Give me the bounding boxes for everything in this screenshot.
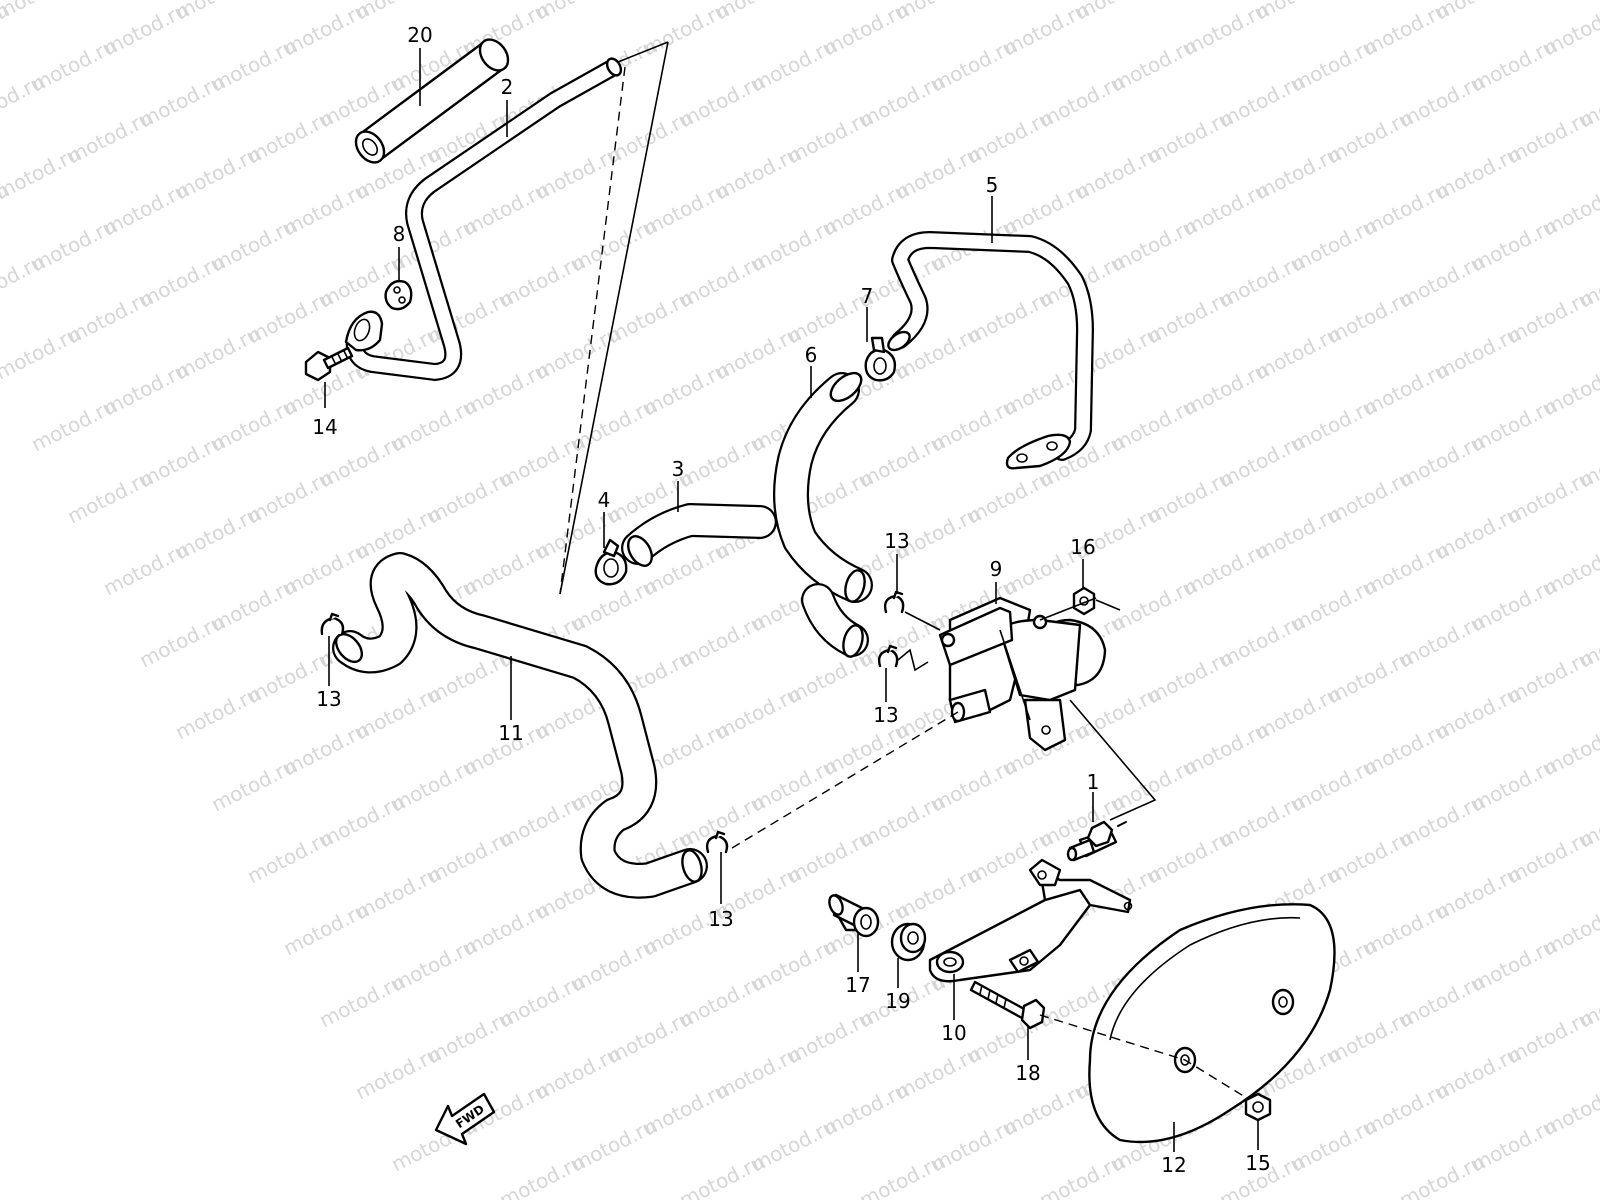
callout-5: 5: [986, 173, 999, 197]
callout-8: 8: [393, 222, 406, 246]
part-4-clamp: [594, 538, 628, 586]
callout-10: 10: [941, 1021, 966, 1045]
part-15-nut: [1244, 1092, 1272, 1122]
part-8-grommet: [384, 279, 413, 311]
part-11-hose: [332, 552, 708, 899]
connector-hose: [801, 583, 869, 658]
part-16-nut: [1072, 586, 1096, 616]
callout-numbers: 20 2 8 14 5 7 6 3 4 13 9 16 13 13 11 1 1…: [312, 23, 1270, 1177]
fwd-direction-arrow: FWD: [434, 1092, 496, 1146]
callout-15: 15: [1245, 1151, 1270, 1175]
part-14-bolt: [304, 346, 354, 382]
part-9-valve: [938, 596, 1107, 752]
callout-12: 12: [1161, 1153, 1186, 1177]
part-13-clip-upper: [883, 590, 905, 614]
callout-20: 20: [407, 23, 432, 47]
part-18-bolt: [969, 980, 1046, 1030]
part-7-clamp: [864, 336, 897, 382]
callout-2: 2: [501, 75, 514, 99]
callout-leader-lines: [324, 48, 1259, 1152]
assembly-lines: [731, 597, 1157, 849]
callout-13-left: 13: [316, 687, 341, 711]
part-17-collar: [828, 893, 880, 938]
callout-17: 17: [845, 973, 870, 997]
callout-7: 7: [861, 284, 874, 308]
part-13-clip-middle: [877, 644, 899, 668]
callout-4: 4: [598, 488, 611, 512]
callout-1: 1: [1087, 770, 1100, 794]
part-3-hose: [621, 503, 777, 567]
part-6-hose: [773, 371, 873, 603]
callout-13-upper: 13: [884, 529, 909, 553]
callout-18: 18: [1015, 1061, 1040, 1085]
part-20-hose: [354, 38, 510, 164]
part-2-pipe: [344, 57, 623, 381]
callout-9: 9: [990, 557, 1003, 581]
part-10-bracket: [928, 858, 1133, 983]
part-13-clip-left: [320, 612, 345, 636]
part-5-pipe: [887, 231, 1094, 470]
assembly-guide-triangle: [559, 41, 669, 595]
callout-3: 3: [672, 457, 685, 481]
callout-16: 16: [1070, 535, 1095, 559]
part-13-clip-lower: [705, 830, 729, 854]
callout-19: 19: [885, 989, 910, 1013]
callout-13-middle: 13: [873, 703, 898, 727]
callout-13-lower: 13: [708, 907, 733, 931]
callout-11: 11: [498, 721, 523, 745]
part-12-cover: [1039, 903, 1336, 1144]
callout-6: 6: [805, 343, 818, 367]
part-19-grommet: [890, 922, 927, 962]
part-1-sensor: [1066, 820, 1127, 862]
callout-14: 14: [312, 415, 337, 439]
